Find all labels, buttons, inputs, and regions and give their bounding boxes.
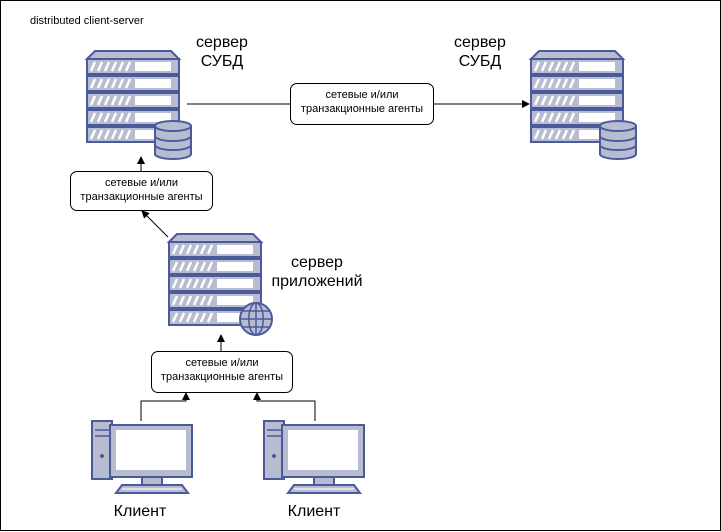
db-server-left-label: сервер СУБД [187,33,257,71]
agent-box-bottom: сетевые и/или транзакционные агенты [151,351,293,393]
client-right-label: Клиент [287,503,341,520]
app-server-label: сервер приложений [265,253,369,291]
arrow-app-server-to-agent-middle [141,210,169,238]
db-server-right-label: сервер СУБД [445,33,515,71]
connector-client-left [140,392,190,421]
agent-box-middle-line1: сетевые и/или [104,177,179,189]
app-server-label-line2: приложений [271,273,363,290]
agent-box-middle-line2: транзакционные агенты [80,191,203,203]
app-server-label-line1: сервер [291,254,343,271]
agent-box-bottom-line2: транзакционные агенты [160,371,284,383]
db-server-left-label-line1: сервер [196,34,248,51]
diagram-title: distributed client-server [30,15,144,27]
agent-box-middle: сетевые и/или транзакционные агенты [70,171,213,211]
client-left-label: Клиент [113,503,167,520]
agent-box-top-line2: транзакционные агенты [300,103,424,115]
agent-box-top: сетевые и/или транзакционные агенты [290,83,434,125]
agent-box-bottom-line1: сетевые и/или [185,357,259,369]
db-server-right-label-line2: СУБД [458,53,502,70]
connector-client-right [253,392,316,421]
agent-box-top-line1: сетевые и/или [325,89,399,101]
db-server-right-label-line1: сервер [454,34,506,51]
db-server-left-label-line2: СУБД [200,53,244,70]
